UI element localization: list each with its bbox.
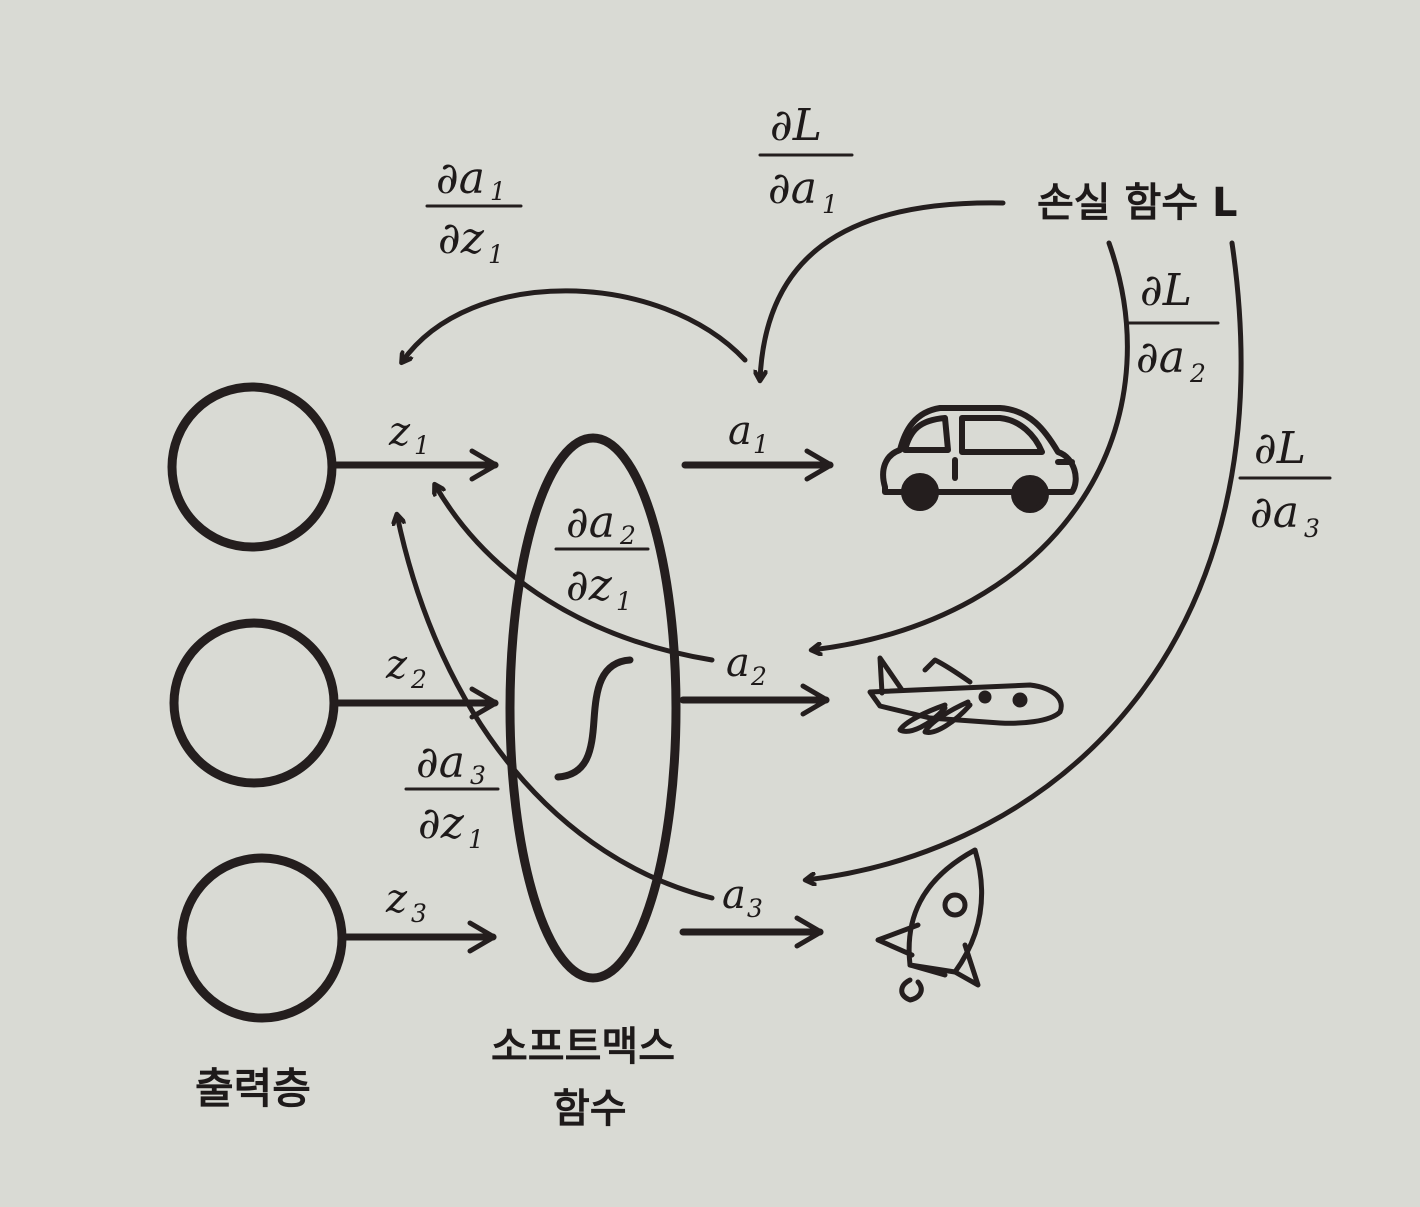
svg-text:2: 2 <box>1189 359 1206 388</box>
rocket-icon <box>875 847 985 1003</box>
svg-text:∂L: ∂L <box>1254 423 1306 474</box>
svg-text:1: 1 <box>616 587 632 616</box>
svg-text:3: 3 <box>411 899 427 928</box>
output-node-3 <box>177 853 347 1023</box>
label-a3: a 3 <box>722 872 763 923</box>
svg-text:∂z: ∂z <box>418 798 465 849</box>
svg-text:a: a <box>722 872 746 918</box>
grad-dL-da1: ∂L ∂a 1 <box>758 100 854 219</box>
label-z1: z 1 <box>388 409 430 460</box>
output-node-2 <box>169 618 339 788</box>
grad-da2-dz1: ∂a 2 ∂z 1 <box>554 497 650 616</box>
backprop-a3-z1 <box>397 515 715 901</box>
svg-text:∂z: ∂z <box>566 560 613 611</box>
svg-text:1: 1 <box>488 240 504 269</box>
svg-text:3: 3 <box>470 761 486 790</box>
airplane-icon <box>867 655 1064 735</box>
backprop-a2-z1 <box>435 485 715 663</box>
svg-text:∂a: ∂a <box>416 737 465 788</box>
softmax-label-line1: 소프트맥스 <box>491 1024 675 1070</box>
svg-text:z: z <box>388 409 411 455</box>
svg-text:a: a <box>728 408 752 454</box>
label-z2: z 2 <box>385 642 427 694</box>
svg-text:3: 3 <box>1304 514 1320 543</box>
svg-text:∂a: ∂a <box>768 163 817 214</box>
svg-text:3: 3 <box>747 894 763 923</box>
svg-text:z: z <box>385 876 408 922</box>
svg-text:∂a: ∂a <box>436 153 485 204</box>
backprop-L-a3 <box>806 240 1244 880</box>
svg-text:∂a: ∂a <box>1250 487 1299 538</box>
integral-sign <box>554 656 634 781</box>
grad-da3-dz1: ∂a 3 ∂z 1 <box>404 737 500 854</box>
backprop-a1-z1 <box>402 288 748 362</box>
svg-text:2: 2 <box>410 665 427 694</box>
softmax-label-line2: 함수 <box>553 1086 627 1132</box>
loss-function-label: 손실 함수 L <box>1037 180 1238 226</box>
label-z3: z 3 <box>385 876 427 928</box>
svg-text:1: 1 <box>822 190 838 219</box>
svg-text:∂z: ∂z <box>438 213 485 264</box>
svg-text:∂a: ∂a <box>1136 332 1185 383</box>
svg-text:z: z <box>385 642 408 688</box>
grad-dL-da3: ∂L ∂a 3 <box>1238 423 1332 543</box>
backprop-L-a2 <box>812 240 1130 650</box>
svg-text:1: 1 <box>753 430 769 459</box>
svg-text:2: 2 <box>750 662 767 691</box>
svg-text:a: a <box>726 640 750 686</box>
backprop-L-a1 <box>760 200 1006 380</box>
svg-text:2: 2 <box>619 521 636 550</box>
label-a2: a 2 <box>726 640 767 691</box>
svg-text:1: 1 <box>490 177 506 206</box>
svg-text:∂a: ∂a <box>566 497 615 548</box>
car-icon <box>880 405 1079 513</box>
softmax-ellipse <box>505 433 681 983</box>
grad-da1-dz1: ∂a 1 ∂z 1 <box>425 153 523 269</box>
output-node-1 <box>167 382 337 552</box>
svg-text:1: 1 <box>414 431 430 460</box>
svg-text:∂L: ∂L <box>770 100 822 151</box>
svg-text:1: 1 <box>468 825 484 854</box>
svg-text:∂L: ∂L <box>1140 265 1192 316</box>
output-layer-label: 출력층 <box>195 1064 311 1113</box>
label-a1: a 1 <box>728 408 769 459</box>
grad-dL-da2: ∂L ∂a 2 <box>1126 265 1220 388</box>
